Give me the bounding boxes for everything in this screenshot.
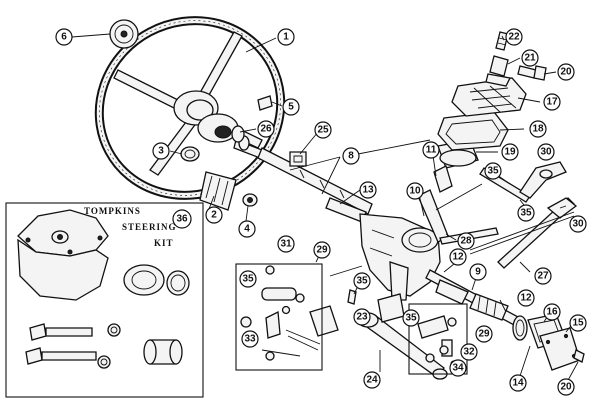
svg-text:28: 28	[460, 236, 472, 247]
svg-text:29: 29	[316, 245, 328, 256]
svg-text:30: 30	[572, 219, 584, 230]
callout-20-upper: 20	[557, 63, 575, 81]
callout-30-upper: 30	[537, 143, 555, 161]
svg-text:35: 35	[356, 276, 368, 287]
callout-25: 25	[314, 121, 332, 139]
svg-text:35: 35	[520, 208, 532, 219]
svg-text:22: 22	[508, 32, 520, 43]
steering-box	[359, 213, 521, 327]
callout-26: 26	[257, 120, 275, 138]
callout-35-box: 35	[402, 309, 420, 327]
callout-20-lower: 20	[557, 378, 575, 396]
callout-18: 18	[529, 120, 547, 138]
callout-14: 14	[509, 374, 527, 392]
callout-9: 9	[469, 263, 487, 281]
svg-text:20: 20	[560, 67, 572, 78]
callout-32: 32	[460, 343, 478, 361]
tie-rod-assembly	[439, 161, 585, 371]
svg-text:15: 15	[572, 318, 584, 329]
svg-text:31: 31	[280, 239, 292, 250]
svg-text:34: 34	[452, 363, 464, 374]
callout-10: 10	[406, 182, 424, 200]
svg-text:24: 24	[366, 375, 378, 386]
callout-29-left: 29	[313, 241, 331, 259]
svg-text:2: 2	[211, 210, 217, 221]
svg-text:26: 26	[260, 124, 272, 135]
svg-text:21: 21	[524, 53, 536, 64]
svg-text:25: 25	[317, 125, 329, 136]
callout-24: 24	[363, 371, 381, 389]
callout-5: 5	[282, 98, 300, 116]
svg-text:5: 5	[288, 102, 294, 113]
callout-29-right: 29	[475, 325, 493, 343]
callout-2: 2	[205, 206, 223, 224]
svg-text:6: 6	[61, 32, 67, 43]
tompkins-kit-box	[5, 202, 204, 398]
svg-text:10: 10	[409, 186, 421, 197]
svg-text:35: 35	[487, 166, 499, 177]
svg-text:32: 32	[463, 347, 475, 358]
parts-group-31	[235, 263, 323, 371]
callout-35-right-lower: 35	[517, 204, 535, 222]
svg-text:19: 19	[504, 147, 516, 158]
callout-30-lower: 30	[569, 215, 587, 233]
callout-1: 1	[277, 28, 295, 46]
callout-36: 36	[172, 209, 192, 229]
svg-text:33: 33	[244, 334, 256, 345]
svg-text:29: 29	[478, 329, 490, 340]
svg-text:30: 30	[540, 147, 552, 158]
callout-35-inset: 35	[239, 270, 257, 288]
svg-text:4: 4	[244, 224, 250, 235]
callout-16: 16	[543, 303, 561, 321]
svg-text:12: 12	[520, 293, 532, 304]
svg-text:9: 9	[475, 267, 481, 278]
svg-text:8: 8	[348, 151, 354, 162]
callout-8: 8	[342, 147, 360, 165]
callout-31: 31	[277, 235, 295, 253]
callout-22: 22	[505, 28, 523, 46]
pinion-assembly	[417, 31, 547, 243]
svg-text:27: 27	[537, 271, 549, 282]
callout-15: 15	[569, 314, 587, 332]
callout-11: 11	[422, 141, 440, 159]
svg-text:3: 3	[158, 146, 164, 157]
svg-text:13: 13	[362, 185, 374, 196]
callout-19: 19	[501, 143, 519, 161]
svg-text:23: 23	[356, 312, 368, 323]
svg-text:18: 18	[532, 124, 544, 135]
svg-text:14: 14	[512, 378, 524, 389]
callout-13: 13	[359, 181, 377, 199]
callout-28: 28	[457, 232, 475, 250]
callout-12-upper: 12	[449, 248, 467, 266]
callout-21: 21	[521, 49, 539, 67]
callout-27: 27	[534, 267, 552, 285]
svg-text:35: 35	[242, 274, 254, 285]
svg-text:36: 36	[176, 214, 188, 225]
callout-17: 17	[543, 93, 561, 111]
callout-3: 3	[152, 142, 170, 160]
svg-text:1: 1	[283, 32, 289, 43]
callout-33: 33	[241, 330, 259, 348]
callout-34: 34	[449, 359, 467, 377]
svg-text:12: 12	[452, 252, 464, 263]
callout-23: 23	[353, 308, 371, 326]
callout-4: 4	[238, 220, 256, 238]
column-small-parts	[109, 19, 307, 211]
kit-title-line3: KIT	[154, 238, 174, 248]
kit-title-line1: TOMPKINS	[84, 206, 141, 216]
svg-text:17: 17	[546, 97, 558, 108]
kit-title-line2: STEERING	[122, 222, 177, 232]
svg-text:16: 16	[546, 307, 558, 318]
svg-text:20: 20	[560, 382, 572, 393]
callout-6: 6	[55, 28, 73, 46]
callout-12-lower: 12	[517, 289, 535, 307]
svg-text:35: 35	[405, 313, 417, 324]
callout-35-mid: 35	[353, 272, 371, 290]
callout-35-right: 35	[484, 162, 502, 180]
svg-text:11: 11	[426, 145, 437, 156]
